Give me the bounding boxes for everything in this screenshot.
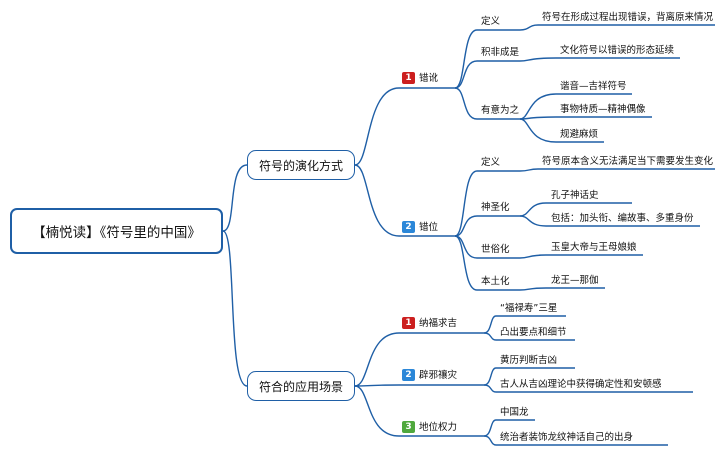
connector (454, 60, 478, 89)
priority-badge: 3 (402, 421, 415, 433)
connector (354, 384, 400, 387)
node-sanctify[interactable]: 神圣化 (481, 202, 510, 213)
connector (519, 202, 632, 217)
connector (454, 29, 478, 89)
root-node[interactable]: 【楠悦读】《符号里的中国》 (10, 208, 223, 254)
connector (519, 287, 605, 291)
leaf-node[interactable]: 龙王—那伽 (551, 275, 599, 286)
node-misplace[interactable]: 错位 (419, 222, 439, 233)
node-definition[interactable]: 定义 (481, 16, 501, 27)
leaf-node[interactable]: 中国龙 (500, 407, 529, 418)
leaf-node[interactable]: 事物特质—精神偶像 (560, 104, 646, 115)
leaf-node[interactable]: 玉皇大帝与王母娘娘 (551, 242, 637, 253)
leaf-node[interactable]: “福禄寿”三星 (500, 303, 558, 314)
leaf-node[interactable]: 古人从吉凶理论中获得确定性和安顿感 (500, 379, 662, 390)
connector (354, 332, 400, 387)
connector (519, 116, 652, 120)
priority-badge: 1 (402, 72, 415, 84)
connector (519, 168, 715, 172)
leaf-node[interactable]: 文化符号以错误的形态延续 (560, 45, 675, 56)
leaf-node[interactable]: 凸出要点和细节 (500, 327, 567, 338)
connector (483, 332, 575, 341)
node-definition[interactable]: 定义 (481, 157, 501, 168)
node-error[interactable]: 错讹 (419, 73, 439, 84)
leaf-node[interactable]: 谐音—吉祥符号 (560, 81, 627, 92)
node-ward-off[interactable]: 辟邪禳灾 (419, 370, 458, 381)
leaf-node[interactable]: 黄历判断吉凶 (500, 355, 558, 366)
connector (354, 87, 400, 166)
root-label: 【楠悦读】《符号里的中国》 (32, 225, 201, 241)
connector (519, 118, 604, 143)
connector (519, 57, 680, 62)
connector (483, 384, 693, 393)
connector (483, 419, 535, 437)
node-secularize[interactable]: 世俗化 (481, 244, 510, 255)
branch-label: 符合的应用场景 (258, 379, 343, 394)
connector (519, 93, 632, 120)
leaf-node[interactable]: 包括：加头衔、编故事、多重身份 (551, 213, 694, 224)
connector (354, 385, 400, 437)
connector (483, 435, 668, 446)
leaf-node[interactable]: 符号原本含义无法满足当下需要发生变化 (542, 156, 714, 167)
connector (454, 235, 478, 291)
leaf-node[interactable]: 孔子神话史 (551, 190, 599, 201)
node-accumulated[interactable]: 积非成是 (481, 47, 520, 58)
branch-label: 符号的演化方式 (258, 158, 343, 173)
connector (222, 164, 248, 232)
connector (483, 315, 566, 334)
node-status-power[interactable]: 地位权力 (419, 422, 458, 433)
connector (454, 87, 478, 120)
priority-badge: 2 (402, 369, 415, 381)
node-localize[interactable]: 本土化 (481, 276, 510, 287)
leaf-node[interactable]: 规避麻烦 (560, 129, 599, 140)
connector (519, 24, 715, 31)
connector (519, 215, 700, 227)
priority-badge: 1 (402, 317, 415, 329)
branch-evolution-node[interactable]: 符号的演化方式 (247, 150, 355, 180)
connector (519, 254, 643, 259)
connector (454, 215, 478, 237)
leaf-node[interactable]: 符号在形成过程出现错误，背离原来情况 (542, 12, 714, 23)
leaf-node[interactable]: 统治者装饰龙纹神话自己的出身 (500, 432, 634, 443)
connector (483, 367, 575, 386)
connector (222, 230, 248, 387)
node-blessing[interactable]: 纳福求吉 (419, 318, 458, 329)
connector (354, 164, 400, 237)
branch-application-node[interactable]: 符合的应用场景 (247, 371, 355, 401)
priority-badge: 2 (402, 221, 415, 233)
node-intentional[interactable]: 有意为之 (481, 105, 520, 116)
connector (454, 170, 478, 237)
